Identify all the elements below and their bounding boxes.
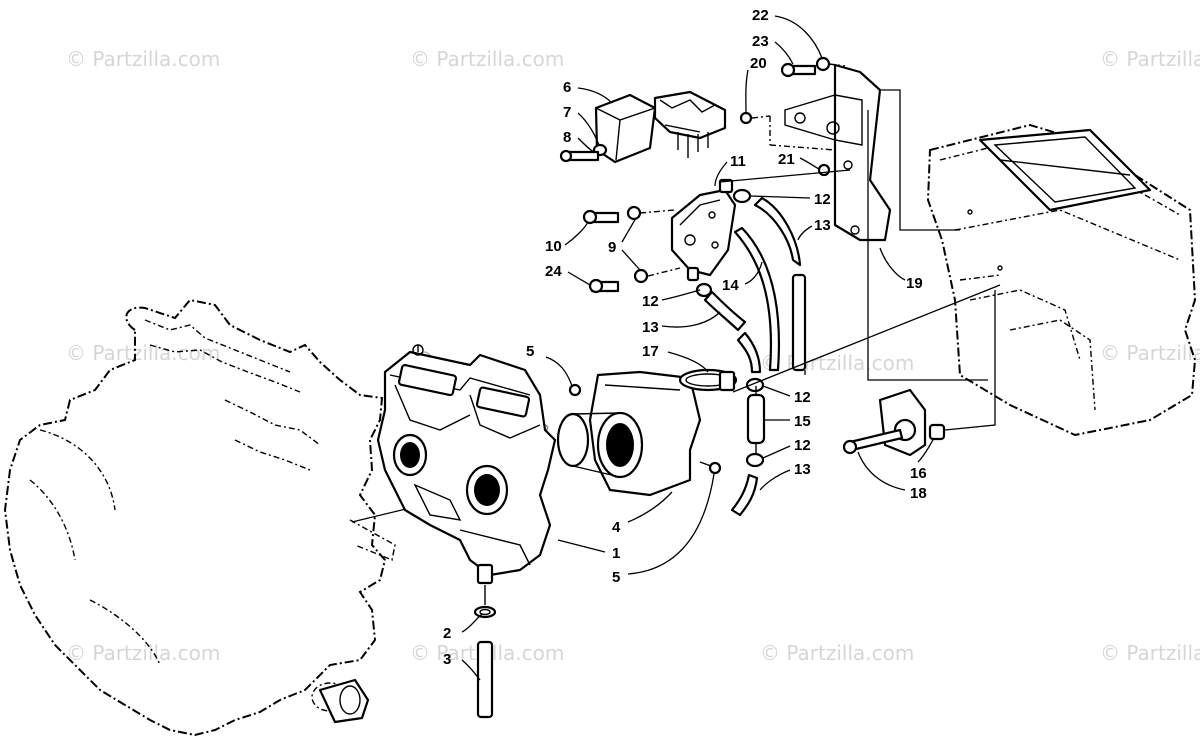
fuel-filter — [746, 386, 766, 455]
watermark: © Partzilla.com — [410, 47, 564, 71]
callout-23: 23 — [752, 33, 769, 50]
hose-clamps — [695, 188, 765, 468]
tube-and-ring — [473, 585, 497, 719]
callout-7: 7 — [563, 104, 571, 121]
engine-outline — [3, 298, 396, 737]
voltage-regulator — [559, 93, 657, 164]
sensor-mount — [842, 388, 946, 457]
callout-12a: 12 — [814, 191, 831, 208]
callout-17: 17 — [642, 343, 659, 360]
callout-4: 4 — [612, 519, 621, 536]
callout-18: 18 — [910, 485, 927, 502]
fuel-hoses — [703, 196, 807, 517]
callout-10: 10 — [545, 238, 562, 255]
watermark: © Partzilla.com — [66, 641, 220, 665]
callout-8: 8 — [563, 129, 571, 146]
callout-16: 16 — [910, 465, 927, 482]
callout-13b: 13 — [642, 319, 659, 336]
clamp — [678, 368, 738, 392]
callout-22: 22 — [752, 7, 769, 24]
reference-lines — [719, 89, 1001, 431]
callout-13a: 13 — [814, 217, 831, 234]
bracket-screws — [739, 56, 846, 177]
callout-14: 14 — [722, 277, 739, 294]
callout-5b: 5 — [612, 569, 620, 586]
callout-12c: 12 — [794, 389, 811, 406]
carburetor-assembly — [376, 344, 557, 585]
fuel-pump — [670, 178, 737, 282]
air-silencer — [556, 370, 722, 497]
callout-5a: 5 — [526, 343, 534, 360]
callout-6: 6 — [563, 79, 571, 96]
callout-12d: 12 — [794, 437, 811, 454]
callout-20: 20 — [750, 55, 767, 72]
callout-13c: 13 — [794, 461, 811, 478]
watermark: © Partzilla.com — [1100, 641, 1200, 665]
pump-screws — [582, 205, 681, 294]
watermark: © Partzilla.com — [1100, 47, 1200, 71]
callout-2: 2 — [443, 625, 451, 642]
wiring-harness — [653, 90, 727, 158]
watermark: © Partzilla.com — [66, 341, 220, 365]
callout-15: 15 — [794, 413, 811, 430]
watermark: © Partzilla.com — [66, 47, 220, 71]
callout-21: 21 — [778, 151, 795, 168]
watermark: © Partzilla.com — [1100, 341, 1200, 365]
callout-12b: 12 — [642, 293, 659, 310]
callout-9: 9 — [608, 239, 616, 256]
callout-1: 1 — [612, 545, 620, 562]
watermark: © Partzilla.com — [760, 641, 914, 665]
callouts: 1 2 3 4 5 5 6 7 8 9 10 11 12 12 12 12 — [443, 7, 935, 681]
mounting-bracket — [784, 63, 892, 242]
callout-19: 19 — [906, 275, 923, 292]
callout-24: 24 — [545, 263, 562, 280]
airbox-outline — [926, 123, 1197, 437]
callout-3: 3 — [443, 651, 451, 668]
callout-11: 11 — [730, 153, 746, 170]
